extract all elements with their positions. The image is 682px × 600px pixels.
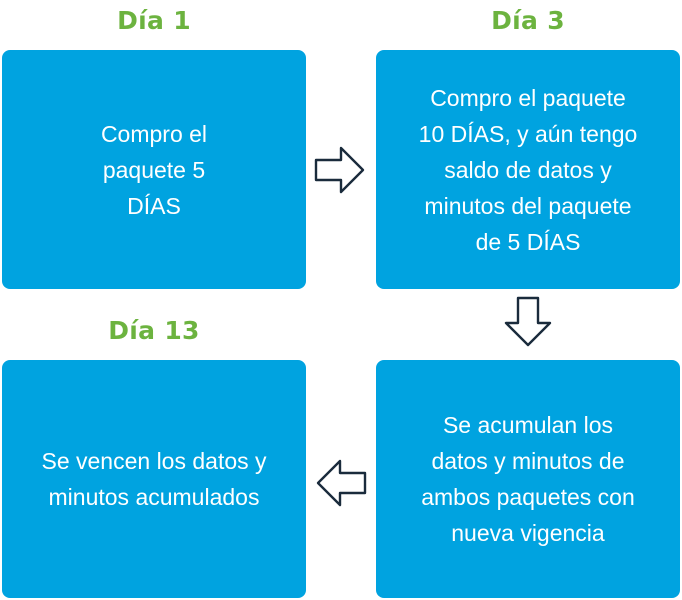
step-box-1-text: Compro el paquete 5 DÍAS [100,120,208,219]
label-day-13: Día 13 [108,316,200,345]
arrow-down-icon [504,296,552,347]
arrow-left-icon [316,459,367,507]
step-box-2-text: Compro el paquete 10 DÍAS, y aún tengo s… [418,84,638,255]
label-day-3: Día 3 [491,6,565,35]
step-box-1: Compro el paquete 5 DÍAS [2,50,306,289]
step-box-4: Se vencen los datos y minutos acumulados [2,360,306,598]
step-box-3: Se acumulan los datos y minutos de ambos… [376,360,680,598]
label-day-1: Día 1 [117,6,191,35]
step-box-3-text: Se acumulan los datos y minutos de ambos… [421,412,635,546]
step-box-4-text: Se vencen los datos y minutos acumulados [41,448,267,510]
arrow-right-icon [314,146,365,194]
step-box-2: Compro el paquete 10 DÍAS, y aún tengo s… [376,50,680,289]
